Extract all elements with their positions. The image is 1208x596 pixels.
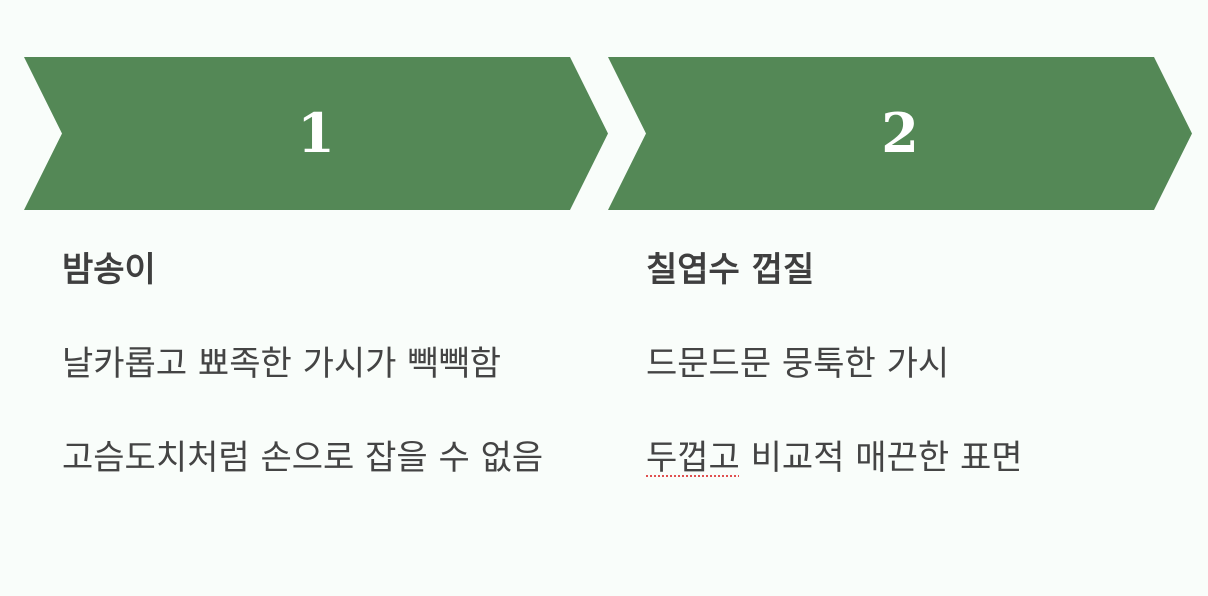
step-title-2: 칠엽수 껍질 [646, 250, 815, 290]
spellcheck-flagged-word[interactable]: 두껍고 [646, 438, 740, 478]
step-2-line-2[interactable]: 두껍고 비교적 매끈한 표면 [646, 430, 1186, 486]
step-chevron-2: 2 [608, 57, 1192, 210]
step-column-2: 칠엽수 껍질 드문드문 뭉툭한 가시 두껍고 비교적 매끈한 표면 [646, 242, 1186, 486]
step-number-2: 2 [881, 101, 919, 165]
step-1-line-1: 날카롭고 뾰족한 가시가 빽빽함 [62, 344, 502, 384]
step-number-1: 1 [297, 101, 335, 165]
chevron-shape-1 [24, 57, 608, 210]
chevron-shape-2 [608, 57, 1192, 210]
step-column-1: 밤송이 날카롭고 뾰족한 가시가 빽빽함 고슴도치처럼 손으로 잡을 수 없음 [62, 242, 602, 486]
step-2-line-1: 드문드문 뭉툭한 가시 [646, 344, 950, 384]
step-chevron-1: 1 [24, 57, 608, 210]
step-2-line-2-rest: 비교적 매끈한 표면 [739, 438, 1023, 478]
step-title-1: 밤송이 [62, 250, 156, 290]
step-1-line-2: 고슴도치처럼 손으로 잡을 수 없음 [62, 438, 544, 478]
